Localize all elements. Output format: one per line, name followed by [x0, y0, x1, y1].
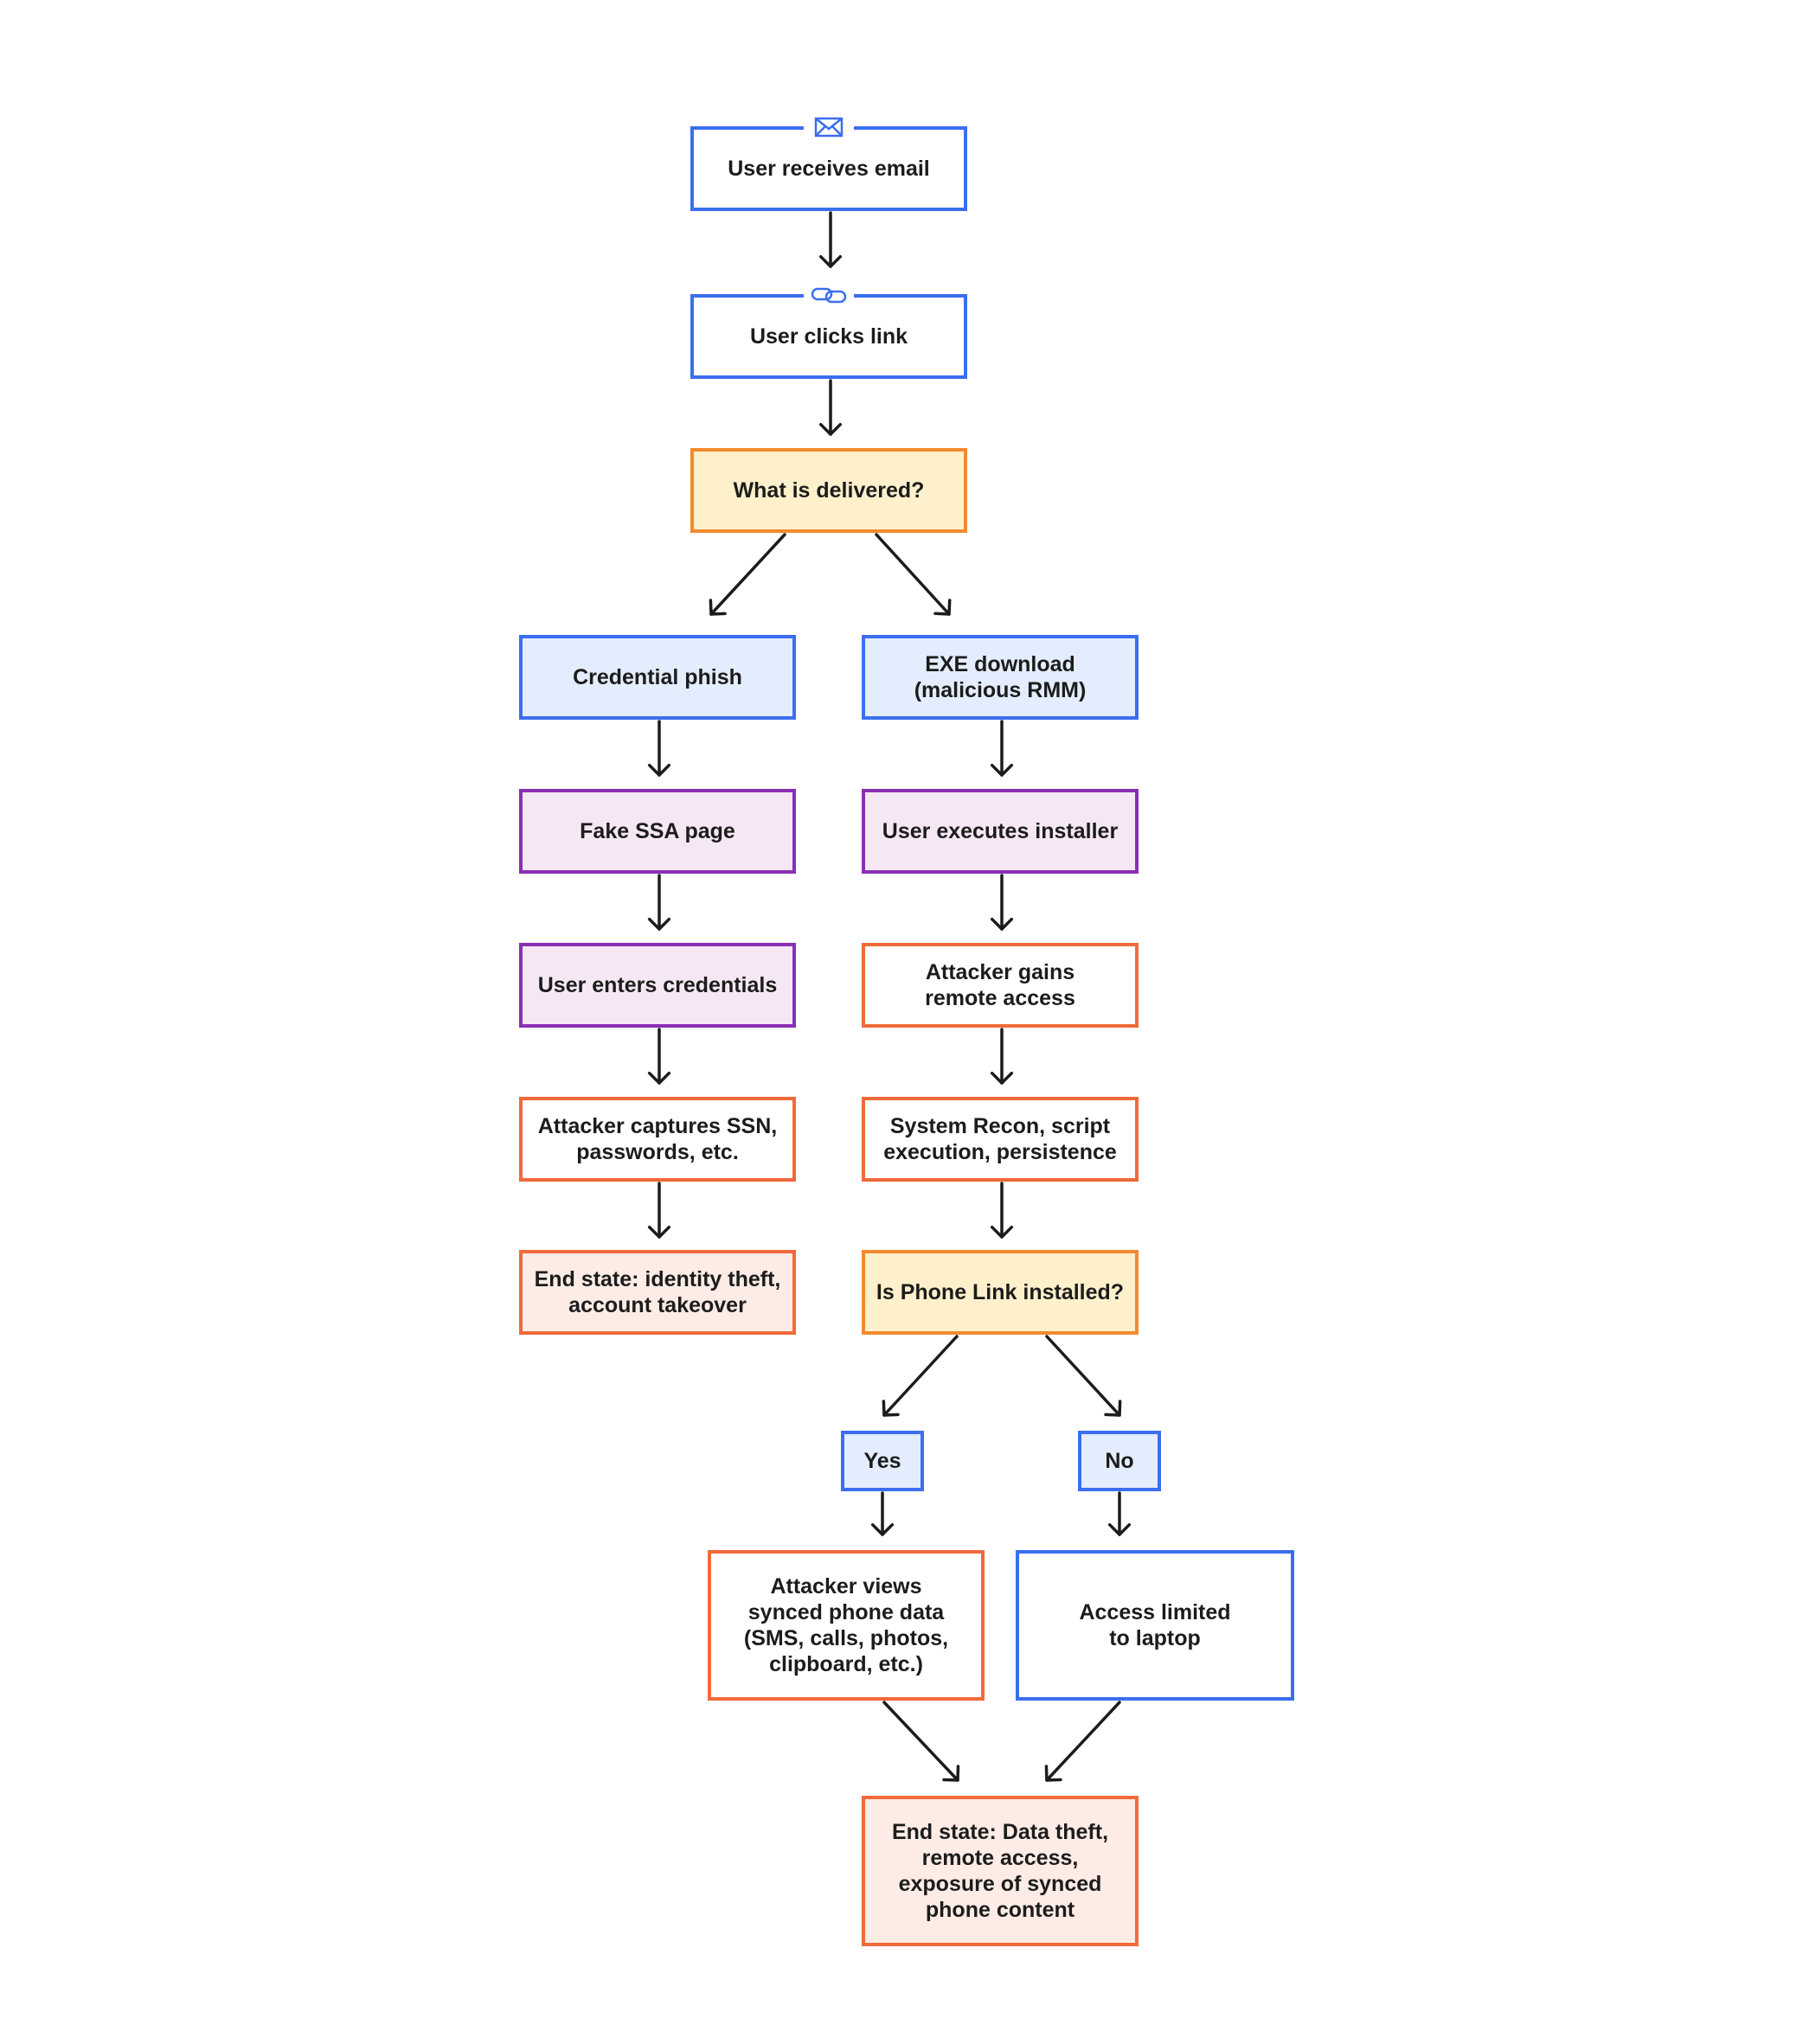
flow-arrow	[647, 874, 671, 931]
node-label: Fake SSA page	[580, 819, 735, 843]
node-label: Attacker captures SSN, passwords, etc.	[537, 1114, 778, 1164]
node-label: Credential phish	[573, 665, 742, 689]
link-icon	[804, 280, 854, 310]
node-access-limited-to-laptop: Access limited to laptop	[1016, 1550, 1294, 1701]
node-label: Access limited to laptop	[1079, 1600, 1231, 1650]
flow-arrow	[818, 379, 843, 436]
node-no: No	[1078, 1431, 1161, 1491]
flow-arrow	[647, 720, 671, 777]
node-credential-phish: Credential phish	[519, 635, 796, 720]
node-end-state-identity-theft: End state: identity theft, account takeo…	[519, 1250, 796, 1335]
node-user-enters-credentials: User enters credentials	[519, 943, 796, 1028]
node-label: Yes	[863, 1449, 901, 1473]
node-what-is-delivered: What is delivered?	[690, 448, 967, 533]
node-exe-download: EXE download (malicious RMM)	[862, 635, 1139, 720]
node-label: What is delivered?	[733, 478, 925, 503]
node-label: Attacker views synced phone data (SMS, c…	[743, 1574, 949, 1676]
node-label: User clicks link	[749, 324, 908, 349]
flow-arrow	[990, 1182, 1014, 1239]
flow-arrow	[990, 874, 1014, 931]
envelope-icon	[804, 112, 854, 142]
node-label: User receives email	[728, 157, 930, 181]
node-system-recon: System Recon, script execution, persiste…	[862, 1097, 1139, 1182]
node-label: User executes installer	[882, 819, 1119, 843]
flow-arrow	[882, 1701, 960, 1782]
node-is-phone-link-installed: Is Phone Link installed?	[862, 1250, 1139, 1335]
node-label: EXE download (malicious RMM)	[914, 652, 1087, 702]
node-attacker-views-synced-data: Attacker views synced phone data (SMS, c…	[708, 1550, 985, 1701]
node-label: System Recon, script execution, persiste…	[883, 1114, 1117, 1164]
node-user-clicks-link: User clicks link	[690, 280, 967, 379]
flow-arrow	[990, 1028, 1014, 1085]
node-label: Attacker gains remote access	[925, 960, 1075, 1010]
node-label: End state: identity theft, account takeo…	[534, 1267, 781, 1317]
node-label: User enters credentials	[537, 973, 778, 997]
node-user-receives-email: User receives email	[690, 112, 967, 211]
node-label: Is Phone Link installed?	[876, 1280, 1125, 1304]
node-attacker-captures-ssn: Attacker captures SSN, passwords, etc.	[519, 1097, 796, 1182]
flow-arrow	[990, 720, 1014, 777]
flow-arrow	[647, 1028, 671, 1085]
node-fake-ssa-page: Fake SSA page	[519, 789, 796, 874]
flow-arrow	[875, 533, 952, 616]
flow-arrow	[818, 211, 843, 268]
flow-arrow	[1044, 1701, 1121, 1782]
node-end-state-data-theft: End state: Data theft, remote access, ex…	[862, 1796, 1139, 1946]
flow-arrow	[1045, 1335, 1122, 1417]
node-yes: Yes	[841, 1431, 924, 1491]
flow-arrow	[709, 533, 786, 616]
node-label: No	[1105, 1449, 1134, 1473]
node-label: End state: Data theft, remote access, ex…	[891, 1820, 1109, 1922]
flow-arrow	[870, 1491, 895, 1536]
node-attacker-gains-remote-access: Attacker gains remote access	[862, 943, 1139, 1028]
node-user-executes-installer: User executes installer	[862, 789, 1139, 874]
flow-arrow	[1107, 1491, 1132, 1536]
flow-arrow	[647, 1182, 671, 1239]
flow-arrow	[882, 1335, 959, 1417]
